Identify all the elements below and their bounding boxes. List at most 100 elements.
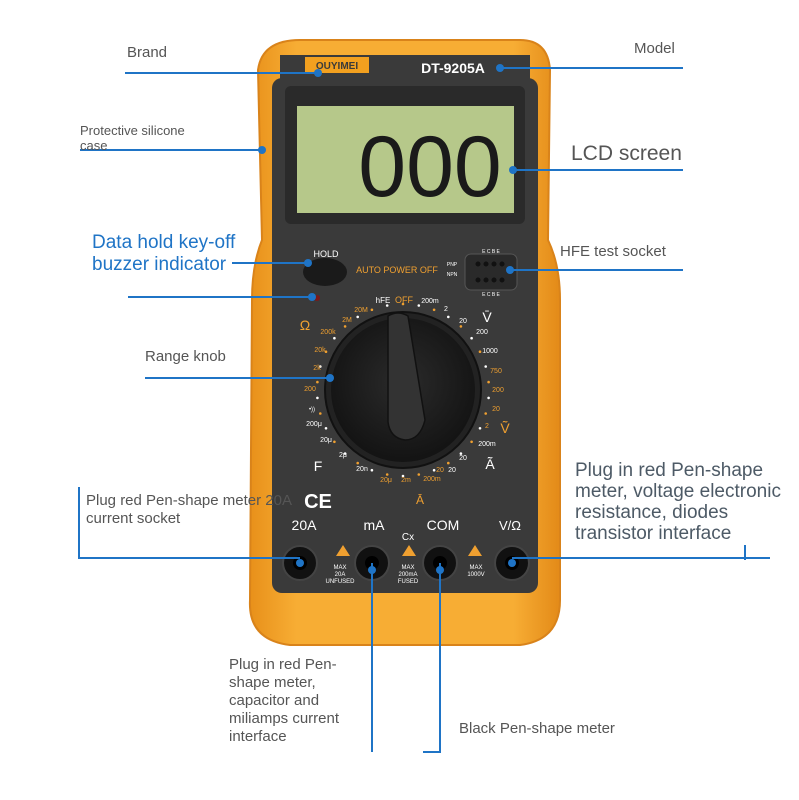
dial-tick-dot — [356, 315, 360, 319]
dial-tick-dot — [432, 468, 436, 472]
callout-lcd: LCD screen — [571, 142, 682, 165]
callout-brand: Brand — [127, 44, 168, 61]
range-aca-1: 20 — [459, 455, 467, 462]
range-dcv-2: 20 — [459, 318, 467, 325]
leader-lines — [78, 67, 770, 753]
dial-tick-dot — [459, 452, 463, 455]
callout-hfe: HFE test socket — [560, 243, 666, 260]
dial-tick-dot — [333, 336, 336, 340]
range-ohm-1: 2M — [342, 317, 352, 324]
dial-dcv-symbol: V̄ — [482, 309, 492, 325]
brand-text: OUYIMEI — [316, 61, 358, 72]
dial-tick-dot — [343, 452, 347, 455]
lcd-screen — [297, 106, 514, 213]
range-dcv-0: 200m — [421, 298, 439, 305]
hfe-pnp: PNP — [447, 262, 458, 268]
jack-cx-label: Cx — [402, 532, 414, 543]
dial-tick-dot — [385, 304, 389, 307]
dial-tick-dot — [343, 325, 347, 328]
dial-tick-dot — [478, 427, 482, 430]
jack-vohm[interactable] — [494, 545, 530, 581]
range-aca-0: 200m — [478, 441, 496, 448]
dial-hfe: hFE — [376, 296, 391, 305]
range-ohm-2: 200k — [320, 329, 336, 336]
warn2-line0: MAX — [401, 565, 414, 571]
dial-tick-dot — [356, 461, 360, 465]
dial-beep-symbol: •)) — [309, 407, 315, 413]
lcd-reading: 000 — [358, 119, 502, 215]
dial-acv-symbol: Ṽ — [500, 420, 510, 436]
range-acv-1: 200 — [492, 387, 504, 394]
range-dca-3: 20μ — [380, 477, 392, 484]
dial-tick-dot — [484, 412, 488, 415]
auto-power-off: AUTO POWER OFF — [356, 265, 438, 275]
warn1-line0: MAX — [333, 565, 346, 571]
dial-aca-symbol: Ã — [485, 456, 495, 472]
jack-com-label: COM — [427, 517, 460, 533]
dial-tick-dot — [447, 461, 450, 465]
ce-mark: CE — [304, 491, 332, 513]
dial-ohm-symbol: Ω — [300, 317, 310, 333]
dial-tick-dot — [487, 396, 490, 400]
hold-button[interactable] — [303, 258, 347, 286]
dial-tick-dot — [470, 336, 473, 340]
range-dcv-3: 200 — [476, 329, 488, 336]
warning-triangle-icons — [336, 545, 482, 556]
dial-tick-dot — [459, 325, 463, 328]
range-aca-2: 20 — [448, 467, 456, 474]
callout-vohm: Plug in red Pen-shape meter, voltage ele… — [575, 460, 781, 544]
warn1-line2: UNFUSED — [325, 579, 355, 585]
range-dca-1: 200m — [423, 476, 441, 483]
jack-20a-label: 20A — [292, 517, 318, 533]
dial-tick-dot — [432, 308, 436, 312]
hfe-top-pins: E C B E — [482, 249, 500, 255]
leader-dots — [258, 64, 517, 574]
range-ohm-4: 2k — [313, 365, 321, 372]
range-acv-0: 750 — [490, 368, 502, 375]
dial-ticks — [316, 302, 490, 478]
range-ohm-3: 20k — [314, 347, 326, 354]
dial-tick-dot — [370, 468, 374, 472]
dial-tick-dot — [484, 365, 488, 368]
warn2-line2: FUSED — [398, 579, 419, 585]
dial-tick-dot — [324, 427, 328, 430]
callout-hold: Data hold key-off buzzer indicator — [92, 232, 236, 275]
range-cap-2: 20μ — [320, 437, 332, 444]
dial-farad-symbol: F — [314, 458, 323, 474]
dial-tick-dot — [316, 396, 319, 400]
dial-tick-dot — [333, 440, 336, 444]
callout-case: Protective silicone case — [80, 123, 185, 153]
dial-tick-dot — [470, 440, 473, 444]
range-cap-3: 200μ — [306, 421, 322, 428]
hfe-pin-holes — [475, 261, 505, 283]
jack-vohm-label: V/Ω — [499, 518, 521, 533]
dial-tick-dot — [324, 350, 328, 354]
dial-tick-dot — [401, 302, 405, 306]
range-ohm-0: 20M — [354, 307, 368, 314]
hfe-bottom-pins: E C B E — [482, 292, 500, 298]
range-cap-0: 20n — [356, 466, 368, 473]
range-acv-2: 20 — [492, 406, 500, 413]
range-cap-1: 2μ — [339, 452, 347, 459]
callout-plug20a: Plug red Pen-shape meter 20A current soc… — [86, 492, 292, 527]
callout-knob: Range knob — [145, 348, 226, 365]
dial-tick-dot — [319, 365, 322, 368]
range-ohm-5: 200 — [304, 386, 316, 393]
callout-ma: Plug in red Pen-shape meter, capacitor a… — [229, 656, 340, 745]
model-text: DT-9205A — [421, 60, 485, 76]
dial-tick-dot — [319, 412, 322, 415]
dial-tick-dot — [417, 473, 421, 476]
hold-label: HOLD — [313, 249, 339, 259]
jack-ma-label: mA — [364, 517, 386, 533]
callout-model: Model — [634, 40, 675, 57]
knob-pointer — [387, 312, 426, 441]
dial-tick-dot — [385, 473, 389, 476]
range-dca-2: 2m — [401, 477, 411, 484]
dial-off: OFF — [395, 295, 413, 305]
warn3-line0: MAX — [469, 565, 482, 571]
warn3-line1: 1000V — [467, 572, 484, 578]
dial-dca-symbol: Ā — [416, 493, 424, 507]
range-dca-0: 20 — [436, 467, 444, 474]
